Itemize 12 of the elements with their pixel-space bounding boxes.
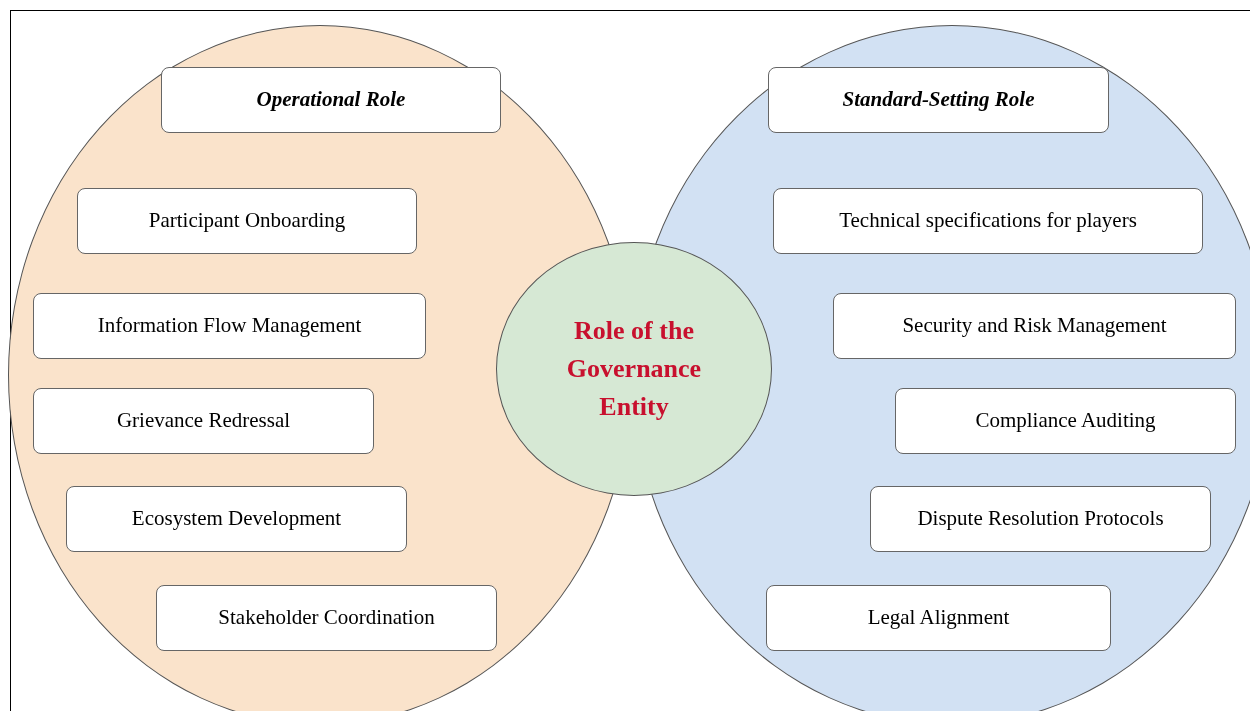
heading-box: Standard-Setting Role <box>768 67 1109 133</box>
item-box: Technical specifications for players <box>773 188 1203 254</box>
item-box: Ecosystem Development <box>66 486 407 552</box>
item-box: Security and Risk Management <box>833 293 1236 359</box>
item-box: Dispute Resolution Protocols <box>870 486 1211 552</box>
item-box: Legal Alignment <box>766 585 1111 651</box>
item-box: Compliance Auditing <box>895 388 1236 454</box>
item-box: Participant Onboarding <box>77 188 417 254</box>
item-box: Information Flow Management <box>33 293 426 359</box>
heading-box: Operational Role <box>161 67 501 133</box>
item-box: Grievance Redressal <box>33 388 374 454</box>
item-box: Stakeholder Coordination <box>156 585 497 651</box>
